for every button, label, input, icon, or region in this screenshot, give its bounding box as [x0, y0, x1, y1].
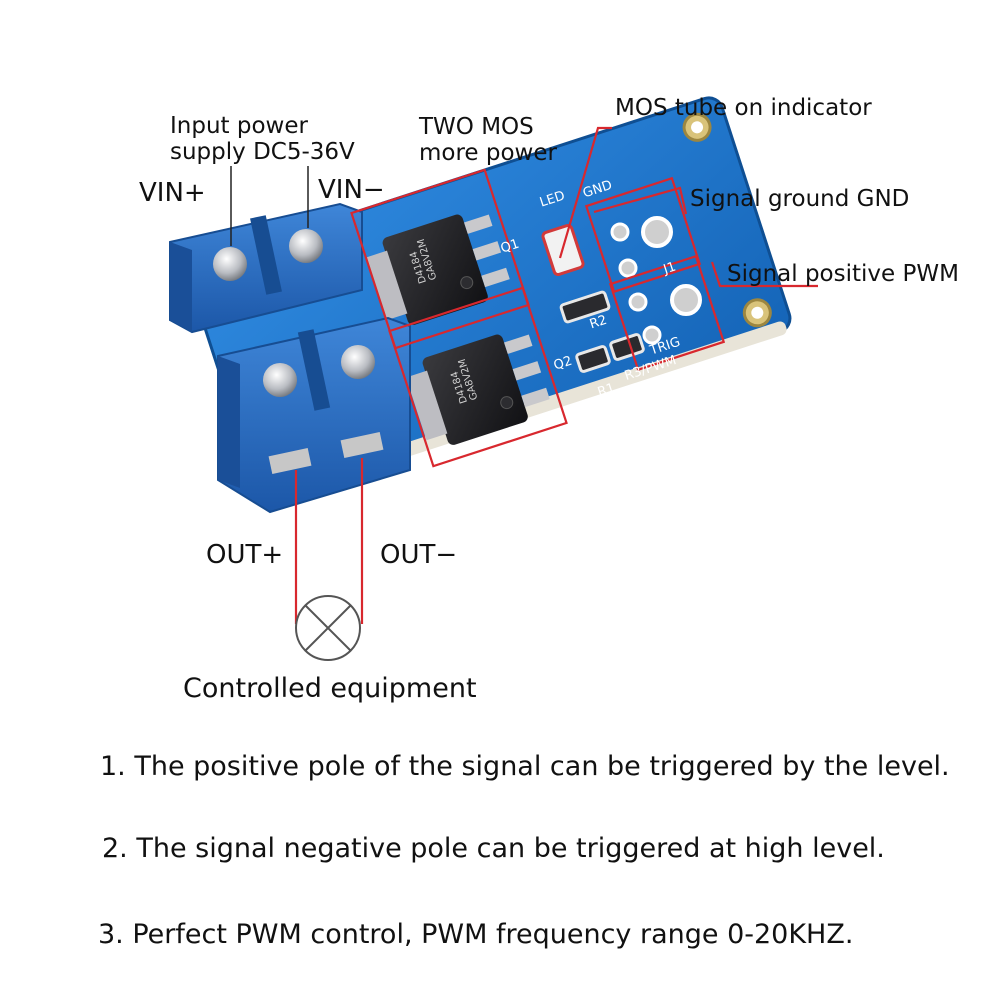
- signal-ground-label: Signal ground GND: [690, 186, 910, 212]
- lamp-symbol: [295, 595, 361, 661]
- callout-lines: [294, 126, 818, 624]
- callout-box-q1: [350, 168, 530, 350]
- mosfet-q1: [366, 214, 510, 325]
- out-plus-label: OUT+: [206, 540, 284, 570]
- callout-led: [558, 126, 612, 259]
- pad: [642, 325, 662, 345]
- out-minus-label: OUT−: [380, 540, 458, 570]
- vin-minus-label: VIN−: [318, 175, 385, 205]
- input-power-label: Input power supply DC5-36V: [170, 113, 355, 166]
- two-mos-line1: TWO MOS: [419, 114, 534, 140]
- screw-vin-minus: [289, 229, 323, 263]
- two-mos-label: TWO MOS more power: [419, 114, 557, 167]
- pad: [641, 216, 673, 248]
- callout-box-q2: [388, 286, 568, 468]
- callout-box-pwm: [608, 254, 726, 372]
- mosfet-q2: [406, 334, 550, 445]
- callout-pwm: [710, 261, 818, 288]
- resistor-r1: [575, 345, 611, 373]
- controlled-equipment-label: Controlled equipment: [183, 673, 477, 704]
- mos-indicator-label: MOS tube on indicator: [615, 95, 872, 121]
- screw-vin-plus: [213, 247, 247, 281]
- input-power-line2: supply DC5-36V: [170, 139, 355, 166]
- callout-gnd: [593, 186, 688, 215]
- screw-out-minus: [341, 345, 375, 379]
- pad: [628, 292, 648, 312]
- leader-lines: [230, 166, 309, 246]
- input-terminal-block: [169, 202, 363, 334]
- note-2: 2. The signal negative pole can be trigg…: [102, 833, 885, 864]
- signal-header: [610, 216, 702, 345]
- screw-out-plus: [263, 363, 297, 397]
- note-3: 3. Perfect PWM control, PWM frequency ra…: [98, 919, 854, 950]
- callout-box-gnd: [584, 176, 702, 294]
- pad: [610, 222, 630, 242]
- pad: [618, 258, 638, 278]
- vin-plus-label: VIN+: [139, 178, 206, 208]
- input-power-line1: Input power: [170, 113, 308, 139]
- note-1: 1. The positive pole of the signal can b…: [100, 751, 950, 782]
- two-mos-line2: more power: [419, 140, 557, 167]
- resistor-r3: [609, 333, 645, 361]
- signal-pwm-label: Signal positive PWM: [727, 261, 959, 287]
- resistor-r2: [559, 290, 611, 324]
- pad: [670, 284, 702, 316]
